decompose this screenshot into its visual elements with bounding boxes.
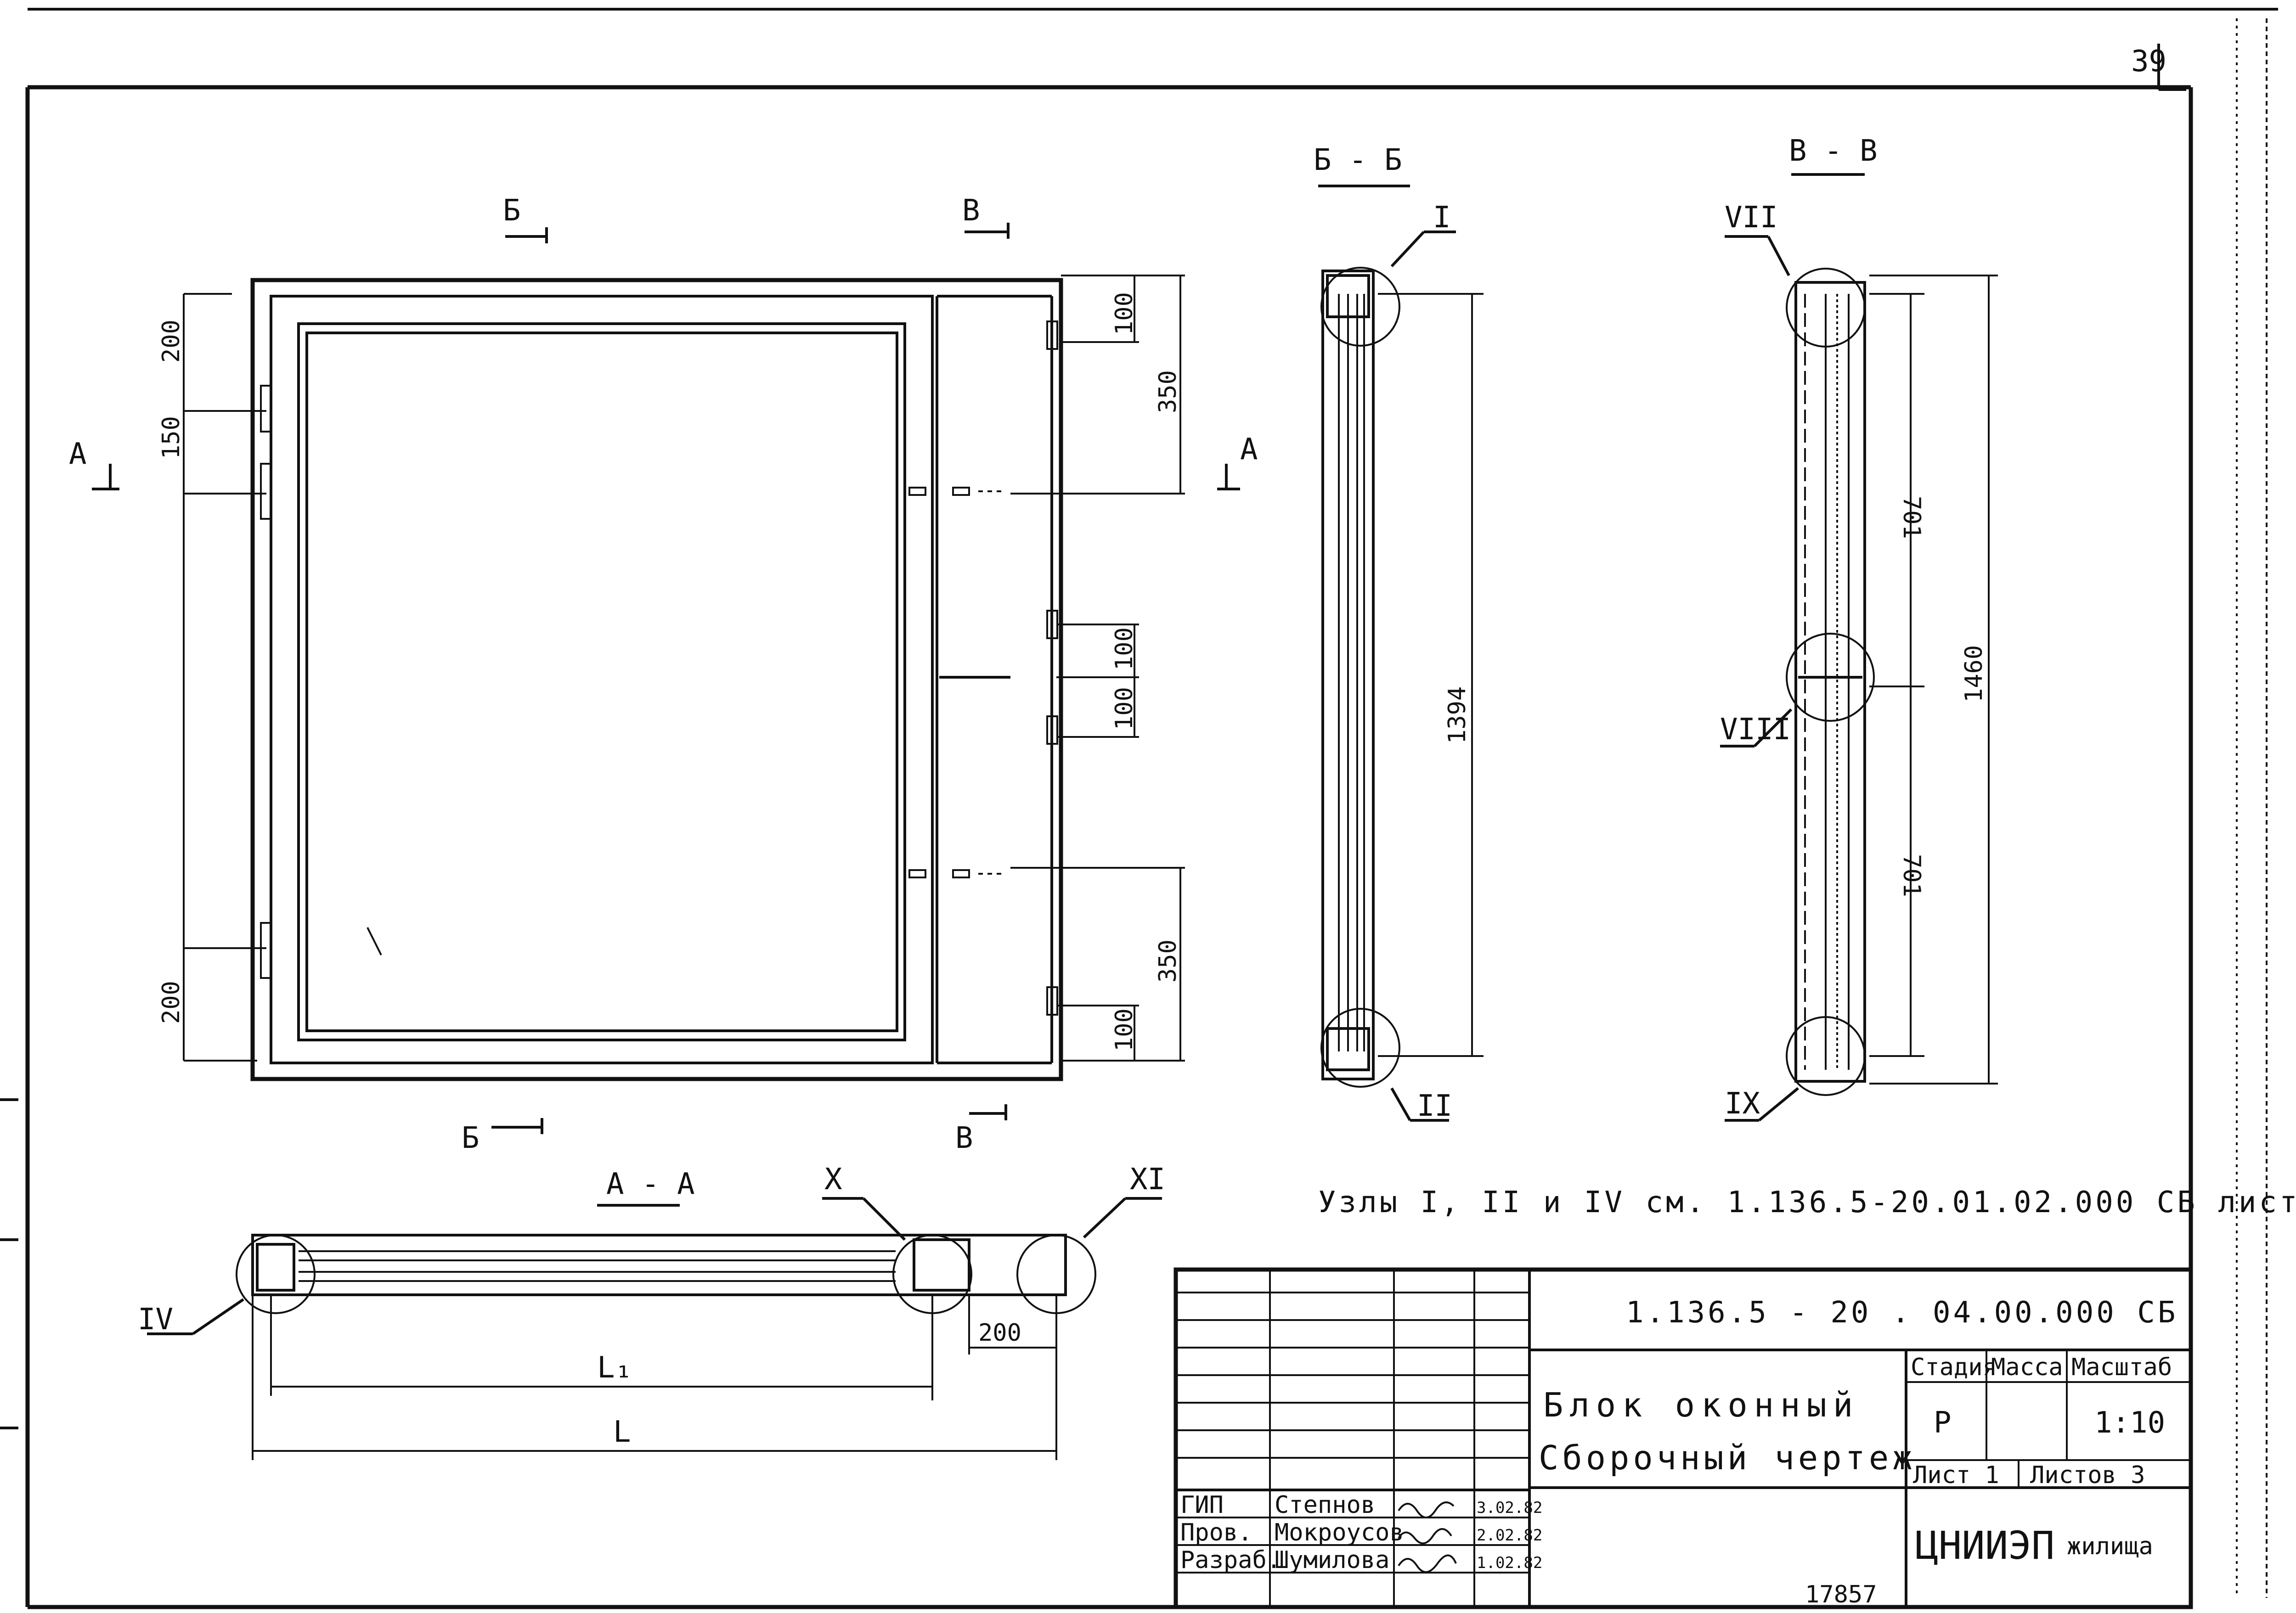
sign-name-2: Мокроусов (1275, 1519, 1404, 1546)
signature-scribbles (1398, 1501, 1457, 1573)
node-ix: IX (1725, 1087, 1760, 1121)
dim-701-lower: 701 (1898, 854, 1925, 897)
node-x: X (824, 1163, 842, 1197)
node-iv: IV (138, 1303, 173, 1337)
node-ii: II (1417, 1089, 1452, 1123)
scale-label: Масштаб (2071, 1354, 2172, 1381)
mass-label: Масса (1991, 1354, 2063, 1381)
cut-b-bottom: Б (462, 1121, 480, 1155)
section-aa-title: А - А (606, 1167, 695, 1201)
sheets-label: Листов 3 (2030, 1461, 2145, 1489)
dim-l1: L₁ (597, 1351, 632, 1385)
nodes-note: Узлы I, II и IV см. 1.136.5-20.01.02.000… (1318, 1186, 2296, 1220)
drawing-code: 1.136.5 - 20 . 04.00.000 СБ (1626, 1296, 2178, 1330)
sheet-frame (0, 8, 2278, 1609)
section-aa (147, 1197, 1162, 1460)
node-viii: VIII (1720, 713, 1791, 747)
dim-200-aa: 200 (978, 1319, 1021, 1347)
section-vv-title: В - В (1789, 134, 1878, 168)
node-i: I (1433, 201, 1451, 235)
cut-v-top: В (962, 194, 980, 228)
cut-v-bottom: В (955, 1121, 973, 1155)
dim-100-top: 100 (1111, 292, 1138, 335)
title-block (1173, 1267, 2193, 1609)
sheet-label: Лист 1 (1913, 1461, 1999, 1489)
sign-date-1: 3.02.82 (1477, 1499, 1542, 1517)
organization-main: ЦНИИЭП (1915, 1523, 2054, 1568)
cut-a-left: A (69, 437, 87, 471)
dim-1394: 1394 (1444, 686, 1471, 744)
drawing-name-1: Блок оконный (1543, 1386, 1859, 1424)
dim-100-mid2: 100 (1111, 687, 1138, 730)
sign-date-3: 1.02.82 (1477, 1554, 1542, 1572)
dim-200-bottom: 200 (158, 981, 185, 1024)
drawing-name-2: Сборочный чертеж (1539, 1439, 1916, 1477)
node-vii: VII (1725, 201, 1778, 235)
cut-a-right: A (1240, 433, 1258, 466)
dim-200-top: 200 (158, 320, 185, 363)
node-xi: XI (1130, 1163, 1165, 1197)
sign-role-1: ГИП (1180, 1491, 1224, 1519)
dim-350-bottom: 350 (1154, 939, 1182, 983)
dim-100-mid1: 100 (1111, 627, 1138, 670)
section-bb-title: Б - Б (1314, 143, 1402, 177)
cut-b-top: Б (503, 194, 521, 228)
sheet-number: 39 (2131, 45, 2166, 79)
dim-350-top: 350 (1154, 370, 1182, 413)
sign-role-2: Пров. (1180, 1519, 1252, 1546)
section-bb (1318, 185, 1484, 1122)
dim-701-upper: 701 (1898, 496, 1925, 539)
stage-label: Стадия (1911, 1354, 1997, 1381)
sign-name-3: Шумилова (1275, 1546, 1389, 1574)
cut-markers (92, 223, 1240, 1134)
bottom-stamp: 17857 (1805, 1581, 1877, 1608)
front-view (250, 278, 1063, 1081)
section-vv (1720, 173, 1998, 1122)
dim-l: L (613, 1415, 631, 1449)
front-right-dimensions (1010, 275, 1185, 1062)
dim-150: 150 (158, 416, 185, 459)
dim-100-bottom: 100 (1111, 1008, 1138, 1051)
sign-name-1: Степнов (1275, 1491, 1375, 1519)
organization-sub: жилища (2067, 1533, 2153, 1560)
dim-1460: 1460 (1960, 645, 1988, 703)
front-left-dimensions (183, 293, 266, 1062)
scale-value: 1:10 (2094, 1406, 2165, 1440)
sign-role-3: Разраб. (1180, 1546, 1281, 1574)
sign-date-2: 2.02.82 (1477, 1526, 1542, 1545)
stage-value: Р (1934, 1406, 1952, 1440)
